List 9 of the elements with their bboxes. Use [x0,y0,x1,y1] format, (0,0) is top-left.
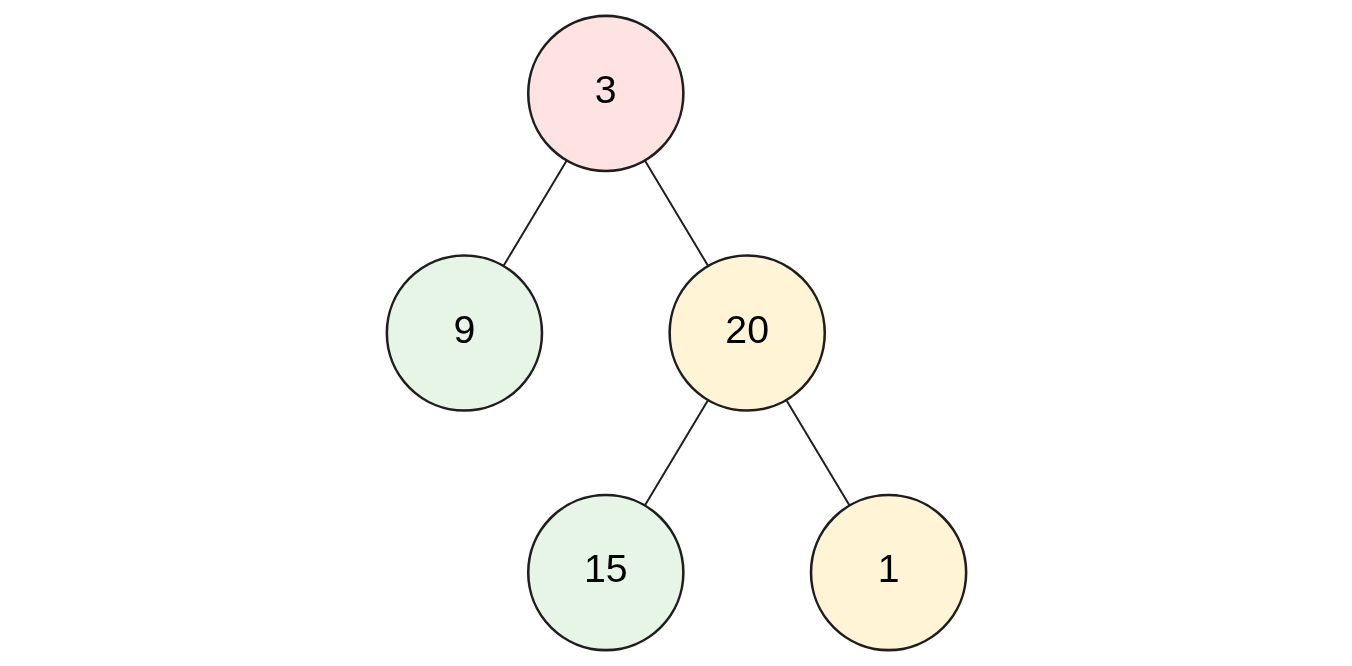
node-circle: 20 [667,254,826,412]
connector [643,399,709,507]
node-circle: 3 [526,14,685,173]
node-circle: 9 [385,254,543,412]
node-circle: 15 [526,493,685,652]
connector [643,160,709,267]
node-circle: 1 [809,493,967,652]
connector [502,160,567,267]
connector [785,399,850,507]
